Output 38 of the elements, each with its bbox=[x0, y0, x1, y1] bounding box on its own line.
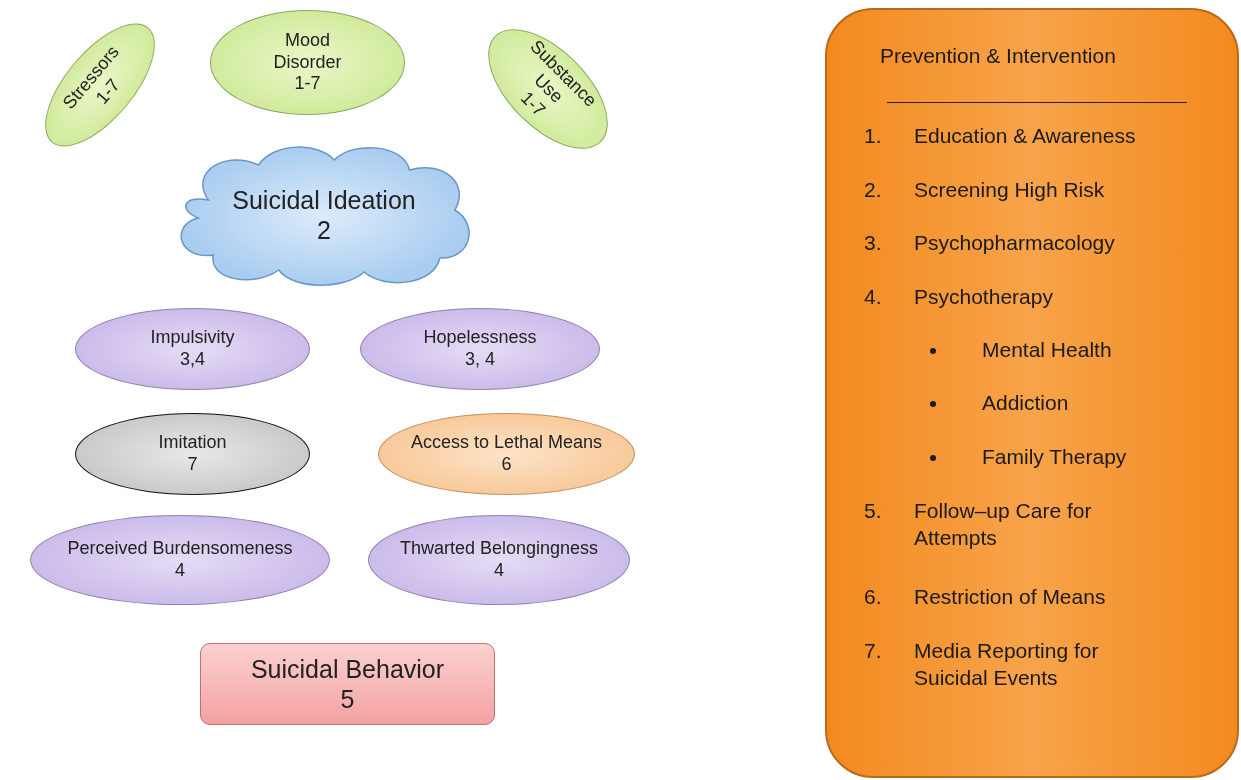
list-text: 6. bbox=[864, 584, 882, 610]
panel-heading: Prevention & Intervention bbox=[880, 43, 1117, 69]
list-text: Restriction of Means bbox=[914, 584, 1106, 610]
list-text: Media Reporting for Suicidal Events bbox=[914, 638, 1100, 692]
list-text: Addiction bbox=[982, 390, 1069, 416]
node-label: 3,4 bbox=[180, 349, 205, 371]
list-text: Mental Health bbox=[982, 337, 1112, 363]
list-text: 4. bbox=[864, 284, 882, 310]
list-text: Psychotherapy bbox=[914, 284, 1053, 310]
node-label: 4 bbox=[175, 560, 185, 582]
node-label: 7 bbox=[187, 454, 198, 476]
panel-box bbox=[825, 8, 1239, 778]
node-label: Suicidal Ideation bbox=[232, 185, 416, 215]
node-label: 3, 4 bbox=[465, 349, 495, 371]
list-text: 5. bbox=[864, 498, 882, 524]
list-text: 1. bbox=[864, 123, 882, 149]
list-text: 2. bbox=[864, 177, 882, 203]
node-label: Mood Disorder bbox=[272, 30, 343, 74]
node-label: 2 bbox=[317, 215, 331, 245]
list-text: Family Therapy bbox=[982, 444, 1127, 470]
list-text: Education & Awareness bbox=[914, 123, 1136, 149]
list-text: 7. bbox=[864, 638, 882, 664]
list-text: Follow–up Care for Attempts bbox=[914, 498, 1093, 552]
node-label: 5 bbox=[340, 684, 355, 714]
node-label: Hopelessness bbox=[423, 327, 537, 349]
node-label: 1-7 bbox=[294, 73, 321, 95]
node-label: Imitation bbox=[158, 432, 227, 454]
node-label: Thwarted Belongingness bbox=[399, 538, 599, 560]
rounded-box bbox=[200, 643, 495, 725]
node-label: 4 bbox=[494, 560, 504, 582]
node-label: Access to Lethal Means bbox=[410, 432, 603, 454]
node-label: 6 bbox=[501, 454, 512, 476]
node-label: Impulsivity bbox=[150, 327, 235, 349]
list-text: 3. bbox=[864, 230, 882, 256]
list-text: Psychopharmacology bbox=[914, 230, 1115, 256]
node-label: Suicidal Behavior bbox=[250, 654, 445, 684]
node-label: Perceived Burdensomeness bbox=[67, 538, 293, 560]
list-text: Screening High Risk bbox=[914, 177, 1105, 203]
